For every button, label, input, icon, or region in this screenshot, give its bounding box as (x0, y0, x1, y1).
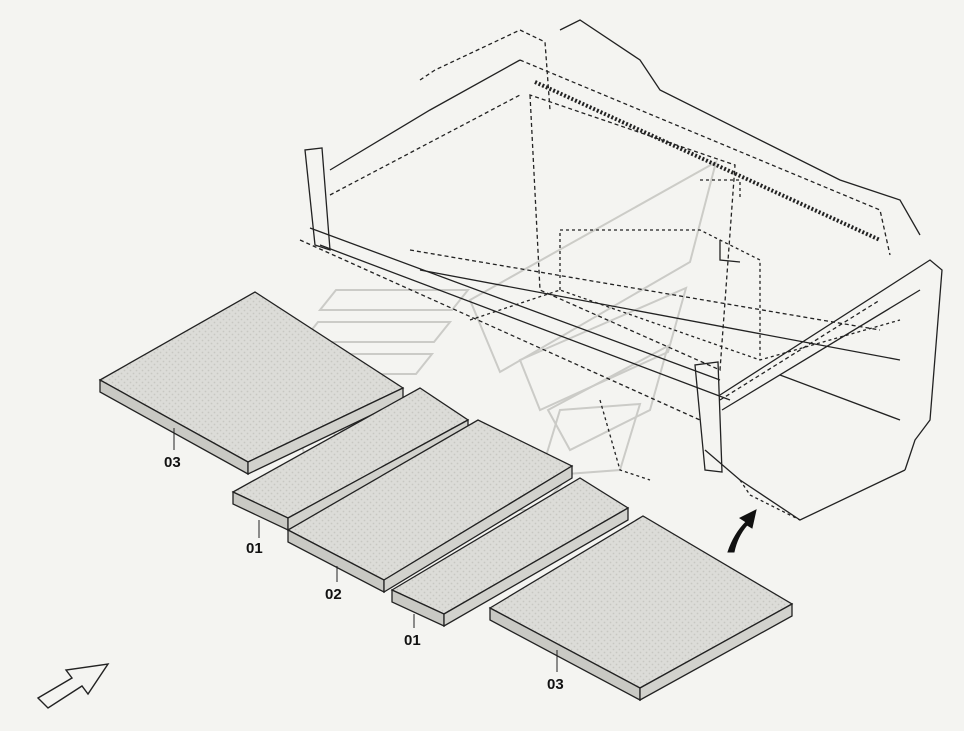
pad-left-large (98, 291, 405, 476)
seat-frame-wireframe (299, 19, 943, 521)
callout-label: 03 (547, 676, 564, 693)
leader-lines (173, 428, 558, 672)
install-arrow-icon (727, 509, 757, 553)
callout-label: 02 (325, 586, 342, 603)
callout-label: 01 (404, 632, 421, 649)
callout-label: 01 (246, 540, 263, 557)
pad-middle (286, 419, 574, 594)
pad-small-2 (390, 477, 630, 628)
pad-right-large (488, 515, 794, 702)
direction-arrow-icon (36, 663, 110, 709)
callout-label: 03 (164, 454, 181, 471)
pad-small-1 (231, 387, 470, 532)
